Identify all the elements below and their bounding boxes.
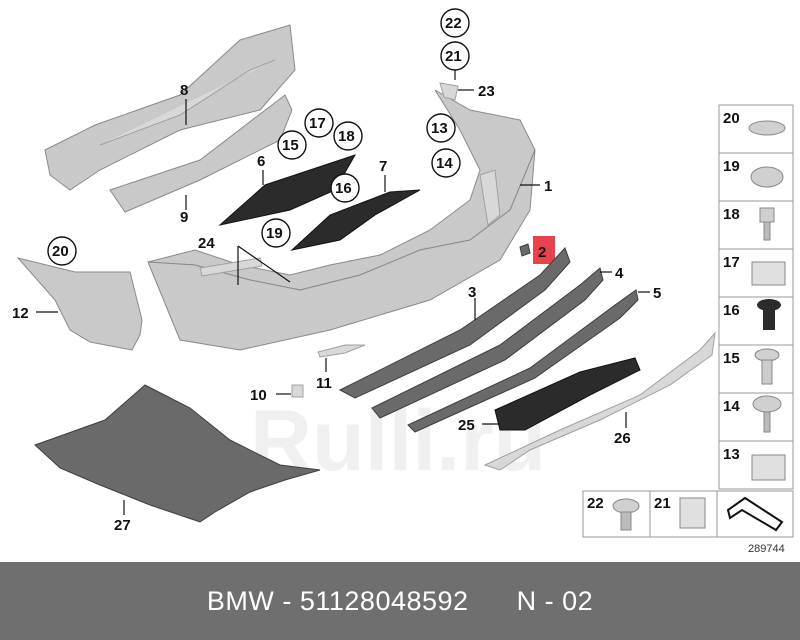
part-bumper-bracket: [109, 94, 293, 213]
part-nut-10: [291, 384, 304, 398]
callout-26: 26: [614, 430, 631, 447]
callout-27: 27: [114, 517, 131, 534]
part-diffuser-cover: [494, 357, 641, 431]
callout-7: 7: [379, 158, 387, 175]
part-side-bracket: [16, 257, 143, 351]
part-clip-2: [519, 243, 531, 257]
callout-14-circle: 14: [436, 155, 453, 172]
part-moulding-4: [371, 267, 604, 419]
bottom-panel-21: 21: [654, 495, 671, 512]
callout-22-circle: 22: [445, 15, 462, 32]
footer-bar: BMW - 51128048592 N - 02: [0, 562, 800, 640]
fastener-side-panel: 20 19 18 17 16 15 14 13: [718, 104, 794, 490]
part-moulding-5: [407, 289, 639, 433]
callout-18-circle: 18: [338, 128, 355, 145]
position-label: N - 02: [516, 585, 594, 616]
callout-6: 6: [257, 153, 265, 170]
callout-23: 23: [478, 83, 495, 100]
diagram-code: 289744: [748, 543, 785, 555]
side-panel-17: 17: [723, 254, 740, 271]
callout-9: 9: [180, 209, 188, 226]
callout-21-circle: 21: [445, 48, 462, 65]
part-absorber-left: [218, 154, 357, 226]
side-panel-18: 18: [723, 206, 740, 223]
callout-10: 10: [250, 387, 267, 404]
part-diffuser: [483, 331, 716, 471]
callout-16-circle: 16: [335, 180, 352, 197]
callout-19-circle: 19: [266, 225, 283, 242]
callout-3: 3: [468, 284, 476, 301]
part-clip-23: [439, 82, 459, 101]
callout-24: 24: [198, 235, 215, 252]
callout-12: 12: [12, 305, 29, 322]
footer-spacer: [469, 586, 517, 617]
brand-name: BMW: [206, 585, 275, 616]
brand-separator: -: [274, 585, 300, 616]
side-panel-15: 15: [723, 350, 740, 367]
part-trim-strip: [199, 257, 263, 277]
callout-8: 8: [180, 82, 188, 99]
callout-4: 4: [615, 265, 624, 282]
side-panel-14: 14: [723, 398, 740, 415]
parts-diagram: Rulli.ru 1 2: [12, 8, 794, 555]
bottom-panel-22: 22: [587, 495, 604, 512]
part-bumper-trim-panel: [147, 89, 536, 351]
fastener-bottom-panel: 22 21 289744: [582, 490, 794, 555]
callout-17-circle: 17: [309, 115, 326, 132]
side-panel-13: 13: [723, 446, 740, 463]
callout-20-circle: 20: [52, 243, 69, 260]
part-rear-carrier: [44, 24, 296, 191]
callout-15-circle: 15: [282, 137, 299, 154]
part-2-highlight: [533, 236, 555, 264]
callout-2: 2: [538, 244, 546, 261]
callout-11: 11: [316, 375, 332, 392]
arrow-symbol-icon: [726, 496, 784, 532]
part-moulding-3: [338, 247, 571, 399]
side-panel-19: 19: [723, 158, 740, 175]
part-trim-11: [317, 344, 366, 358]
side-panel-20: 20: [723, 110, 740, 127]
side-panel-16: 16: [723, 302, 740, 319]
part-underbody: [34, 384, 321, 523]
part-number: 51128048592: [299, 585, 469, 616]
callout-25: 25: [458, 417, 475, 434]
callout-13-circle: 13: [431, 120, 448, 137]
callout-1: 1: [544, 178, 552, 195]
part-absorber-right: [290, 189, 421, 251]
callouts: 1 2 3 4 5 6 7 8 9 10 11 12 24: [12, 82, 661, 534]
callout-5: 5: [653, 285, 661, 302]
circled-callouts: 22 21 13 14 17 18 15 16 19 20: [47, 8, 470, 266]
